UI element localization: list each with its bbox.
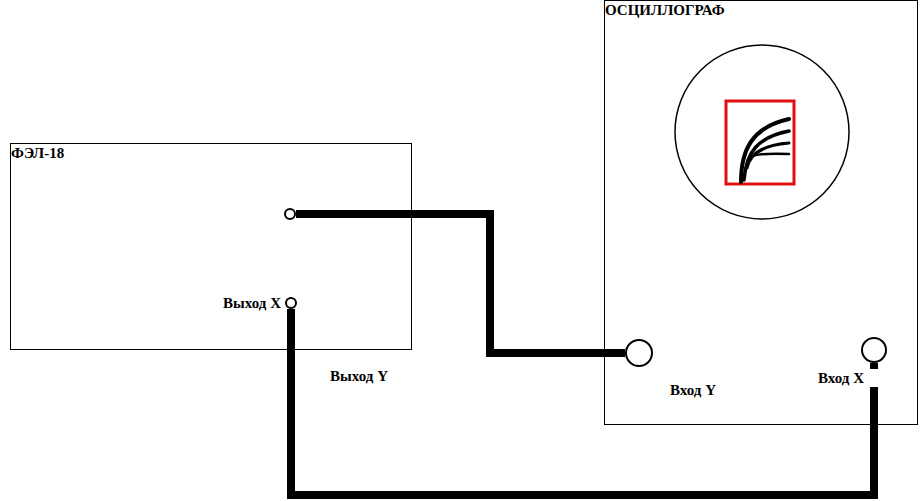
terminal-label: Выход Y [329,367,389,385]
connecting-cable [291,309,874,495]
trace-curves [741,119,789,182]
box-title: ФЭЛ-18 [11,144,64,162]
terminal-socket [285,297,297,309]
terminal-socket [625,339,653,367]
terminal-socket [284,208,296,220]
device-box: Выход Y Выход X ФЭЛ-18 [10,143,412,350]
terminal-label: Выход X [222,294,282,312]
input-terminal: Вход Y [613,339,661,391]
connecting-cable [296,214,625,353]
terminal-label: Вход Y [669,381,717,399]
terminal-socket [861,337,887,363]
terminal-label: Вход X [817,369,887,387]
box-title: ОСЦИЛЛОГРАФ [605,1,725,19]
screen-circle [675,45,849,219]
output-terminal: Выход Y [221,205,296,223]
input-terminal: Вход X [817,337,887,387]
output-terminal: Выход X [222,294,297,312]
oscilloscope-box: Вход Y Вход X ОСЦИЛЛОГРАФ [604,0,918,425]
screen-frame [726,101,794,184]
